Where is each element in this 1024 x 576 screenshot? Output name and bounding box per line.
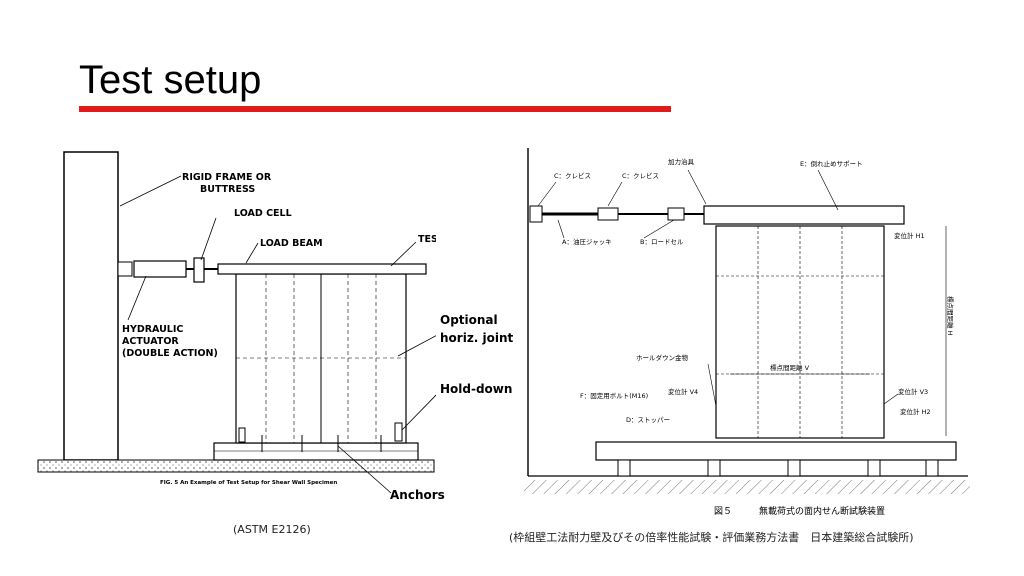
label-hydraulic: HYDRAULIC — [122, 324, 183, 335]
label-stopper-d: D：ストッパー — [626, 416, 670, 424]
label-jack-a: A：油圧ジャッキ — [562, 237, 612, 246]
astm-test-setup-diagram: RIGID FRAME OR BUTTRESS LOAD CELL LOAD B… — [37, 151, 436, 494]
label-loadcell-b: B：ロードセル — [640, 238, 684, 246]
label-actuator: ACTUATOR — [122, 336, 179, 347]
hold-down-left — [238, 427, 246, 443]
label-bolt-f: F：固定用ボルト(M16) — [580, 391, 648, 400]
annotation-optional-joint: Optional horiz. joint — [440, 313, 514, 345]
hydraulic-actuator — [117, 261, 133, 277]
label-holddown: ホールダウン金物 — [636, 353, 689, 362]
loading-beam — [703, 205, 905, 225]
rigid-frame — [63, 151, 119, 461]
title-underline — [79, 106, 671, 112]
ground-hatch — [524, 480, 970, 494]
label-load-cell: LOAD CELL — [234, 208, 292, 219]
japanese-test-setup-diagram: C：クレビス C：クレビス 加力治具 E：倒れ止めサポート A：油圧ジャッキ B… — [524, 148, 970, 517]
base-frame — [595, 441, 957, 461]
label-loading-jig: 加力治具 — [668, 157, 695, 166]
ground-slab — [37, 459, 435, 473]
annotation-hold-down: Hold-down — [440, 382, 513, 396]
hold-down-right — [394, 422, 403, 442]
annotation-anchors: Anchors — [390, 488, 445, 502]
astm-figure-caption: FIG. 5 An Example of Test Setup for Shea… — [160, 480, 337, 486]
load-cell — [193, 257, 205, 283]
label-gauge-h2: 変位計 H2 — [900, 407, 931, 416]
right-source-caption: (枠組壁工法耐力壁及びその倍率性能試験・評価業務方法書 日本建築総合試験所) — [509, 531, 914, 544]
slide-title: Test setup — [79, 58, 262, 102]
label-buttress: BUTTRESS — [200, 184, 255, 195]
base-beam — [213, 442, 419, 461]
left-source-caption: (ASTM E2126) — [233, 523, 311, 536]
label-gauge-h1: 変位計 H1 — [894, 231, 925, 240]
label-load-beam: LOAD BEAM — [260, 238, 323, 249]
label-gauge-v3: 変位計 V3 — [898, 387, 928, 396]
jis-figure-caption: 図５ 無載荷式の面内せん断試験装置 — [714, 505, 885, 517]
label-span-v: 標点間距離 V — [770, 363, 810, 372]
label-height-h: 標点間距離 H — [946, 296, 955, 336]
label-double-action: (DOUBLE ACTION) — [122, 348, 218, 359]
hydraulic-jack — [529, 205, 543, 223]
load-cell-b — [667, 207, 685, 221]
load-beam — [217, 263, 427, 275]
label-clevis-left: C：クレビス — [554, 171, 591, 180]
label-rigid-frame: RIGID FRAME OR — [182, 172, 272, 183]
label-gauge-v4: 変位計 V4 — [668, 387, 698, 396]
label-test-wall: TEST WALL — [418, 234, 436, 245]
label-clevis-right: C：クレビス — [622, 171, 659, 180]
label-support-e: E：倒れ止めサポート — [800, 159, 863, 168]
